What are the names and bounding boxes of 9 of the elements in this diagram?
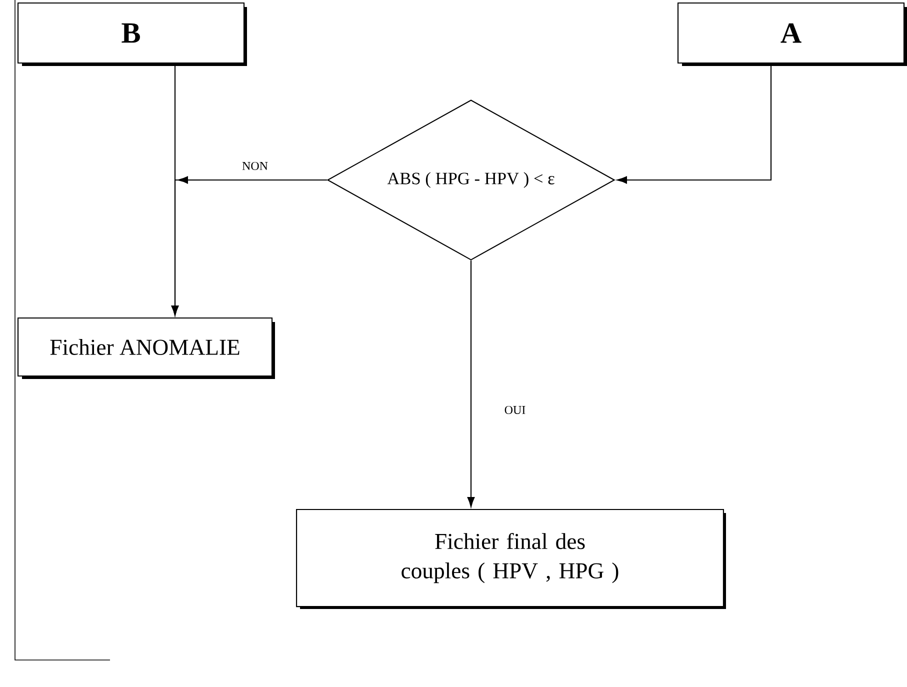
process-box: A <box>677 2 907 66</box>
process-box: Fichier ANOMALIE <box>17 317 275 379</box>
process-box: Fichier final des couples ( HPV , HPG ) <box>296 508 726 609</box>
arrow <box>616 64 772 184</box>
arrow <box>467 260 475 508</box>
edge-label: OUI <box>503 404 527 416</box>
edge-label: NON <box>240 160 270 172</box>
process-box: B <box>17 2 247 66</box>
arrow <box>171 176 327 316</box>
